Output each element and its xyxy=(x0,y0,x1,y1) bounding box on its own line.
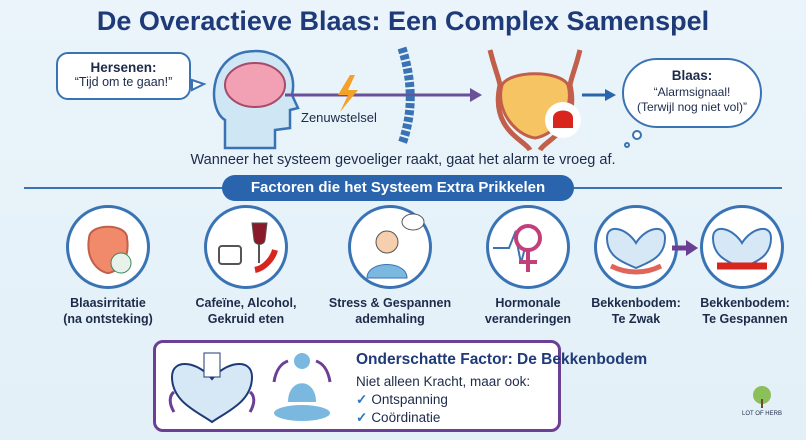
callout-item: ✓Coördinatie xyxy=(356,410,441,425)
factors-heading: Factoren die het Systeem Extra Prikkelen xyxy=(222,175,574,201)
nerve-pathway-diagram xyxy=(191,46,616,152)
stressed-person-icon xyxy=(348,205,432,289)
thought-dot xyxy=(624,142,630,148)
factor-label: Bekkenbodem:Te Gespannen xyxy=(700,296,790,326)
bladder-bubble-line1: “Alarmsignaal! xyxy=(653,84,731,99)
arrow-icon xyxy=(672,240,698,256)
caption: Wanneer het systeem gevoeliger raakt, ga… xyxy=(190,152,616,168)
spine-icon xyxy=(397,46,415,146)
factor-label: Cafeïne, Alcohol,Gekruid eten xyxy=(195,296,297,326)
head-brain-icon xyxy=(212,49,300,150)
lightning-icon xyxy=(338,75,358,112)
irritated-bladder-icon xyxy=(66,205,150,289)
nerve-label: Zenuwstelsel xyxy=(301,110,377,125)
callout-item: ✓Ontspanning xyxy=(356,392,448,407)
female-hormone-icon xyxy=(486,205,570,289)
check-icon: ✓ xyxy=(356,410,368,425)
pelvis-tense-icon xyxy=(700,205,784,289)
pelvis-weak-icon xyxy=(594,205,678,289)
callout-subtitle: Niet alleen Kracht, maar ook: xyxy=(356,374,531,389)
page-title: De Overactieve Blaas: Een Complex Samens… xyxy=(96,6,710,36)
bladder-bubble-heading: Blaas: xyxy=(671,68,713,83)
logo-text: LOT OF HERB xyxy=(742,411,782,417)
bladder-icon xyxy=(487,49,583,152)
callout-heading: Onderschatte Factor: De Bekkenbodem xyxy=(356,351,648,368)
pelvis-meditation-icon xyxy=(168,352,332,424)
brand-logo: LOT OF HERB xyxy=(740,385,784,417)
brain-bubble-text: “Tijd om te gaan!” xyxy=(74,75,173,89)
tree-logo-icon xyxy=(753,386,771,408)
brain-speech-bubble: Hersenen: “Tijd om te gaan!” xyxy=(56,52,191,100)
arrow-icon xyxy=(605,89,616,101)
factor-label: Bekkenbodem:Te Zwak xyxy=(591,296,681,326)
thought-dot xyxy=(632,130,642,140)
bladder-bubble-line2: (Terwijl nog niet vol)” xyxy=(636,99,748,114)
coffee-wine-pepper-icon xyxy=(204,205,288,289)
bladder-thought-cloud: Blaas: “Alarmsignaal! (Terwijl nog niet … xyxy=(622,58,762,128)
pelvic-floor-callout: Onderschatte Factor: De Bekkenbodem Niet… xyxy=(153,340,647,432)
brain-bubble-heading: Hersenen: xyxy=(90,60,157,75)
check-icon: ✓ xyxy=(356,392,368,407)
factor-label: Blaasirritatie(na ontsteking) xyxy=(63,296,153,326)
